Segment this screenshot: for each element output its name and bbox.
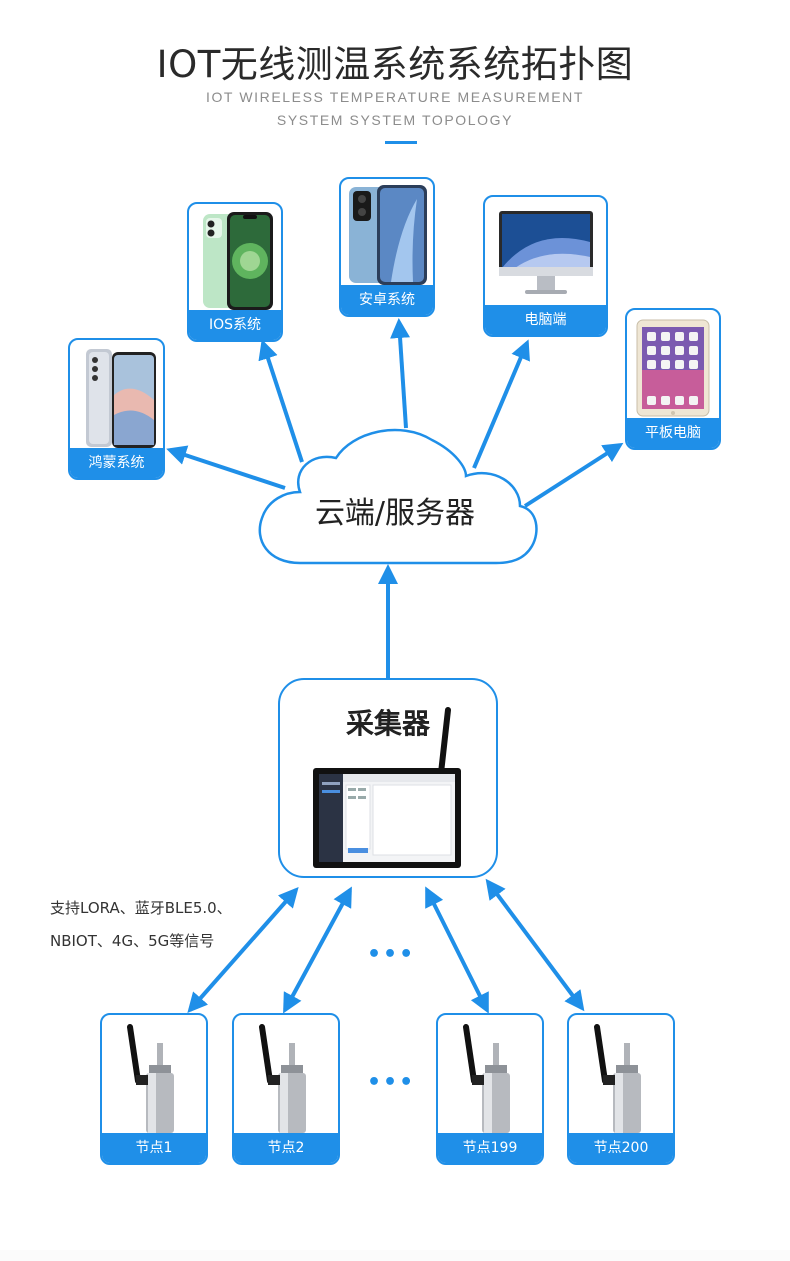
sensor-icon — [463, 1024, 510, 1133]
link-cloud-tablet — [523, 442, 624, 508]
cloud-shape — [258, 428, 538, 565]
ellipsis-lower: ••• — [367, 1070, 416, 1095]
collector-device-icon — [313, 707, 461, 868]
node-label-200: 节点200 — [569, 1133, 673, 1163]
ellipsis-upper: ••• — [367, 942, 416, 967]
link-collector-node200 — [485, 878, 585, 1012]
client-card-ios: IOS系统 — [187, 202, 283, 342]
collector-box: 采集器 — [278, 678, 498, 878]
title-underline — [385, 141, 417, 144]
sensor-icon — [259, 1024, 306, 1133]
node-card-200: 节点200 — [567, 1013, 675, 1165]
node-label-2: 节点2 — [234, 1133, 338, 1163]
page-title: IOT无线测温系统系统拓扑图 — [156, 43, 634, 86]
protocol-note-line2: NBIOT、4G、5G等信号 — [50, 932, 215, 950]
phone-icon — [203, 212, 273, 310]
link-collector-node2 — [283, 886, 352, 1014]
client-label-pc: 电脑端 — [485, 305, 606, 335]
client-card-tablet: 平板电脑 — [625, 308, 721, 450]
cloud-label: 云端/服务器 — [314, 496, 476, 531]
client-card-pc: 电脑端 — [483, 195, 608, 337]
link-cloud-ios — [258, 339, 304, 463]
node-card-199: 节点199 — [436, 1013, 544, 1165]
link-collector-node199 — [425, 886, 489, 1014]
client-label-tablet: 平板电脑 — [627, 418, 719, 448]
phone-icon — [86, 349, 156, 448]
node-card-1: 节点1 — [100, 1013, 208, 1165]
link-cloud-harmony — [166, 445, 286, 490]
collector-label: 采集器 — [345, 707, 430, 740]
client-card-harmony: 鸿蒙系统 — [68, 338, 165, 480]
page-subtitle-line2: SYSTEM SYSTEM TOPOLOGY — [276, 112, 514, 128]
monitor-icon — [499, 211, 593, 294]
sensor-icon — [127, 1024, 174, 1133]
node-card-2: 节点2 — [232, 1013, 340, 1165]
client-label-android: 安卓系统 — [341, 285, 433, 315]
sensor-icon — [594, 1024, 641, 1133]
protocol-note-line1: 支持LORA、蓝牙BLE5.0、 — [50, 899, 232, 917]
phone-icon — [349, 185, 427, 285]
node-label-199: 节点199 — [438, 1133, 542, 1163]
link-cloud-android — [390, 318, 411, 429]
page-bottom-band — [0, 1250, 790, 1261]
client-label-ios: IOS系统 — [189, 310, 281, 340]
link-collector-node1 — [187, 887, 299, 1013]
page-subtitle-line1: IOT WIRELESS TEMPERATURE MEASUREMENT — [205, 89, 585, 105]
link-cloud-pc — [472, 339, 530, 469]
client-card-android: 安卓系统 — [339, 177, 435, 317]
tablet-icon — [636, 319, 710, 417]
client-label-harmony: 鸿蒙系统 — [70, 448, 163, 478]
node-label-1: 节点1 — [102, 1133, 206, 1163]
